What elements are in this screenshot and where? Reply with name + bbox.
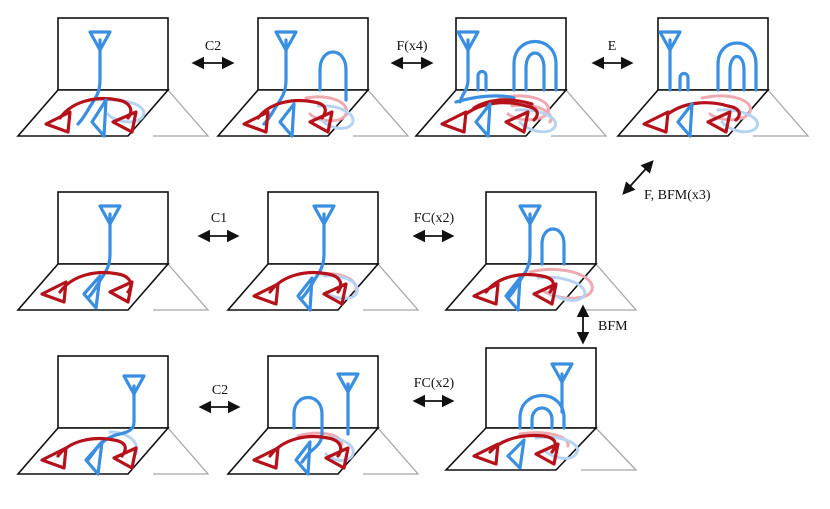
move-label-bot-1: C2 xyxy=(212,383,228,398)
panel-9 xyxy=(226,355,420,476)
move-label-vert-right: BFM xyxy=(598,319,628,334)
panel-3 xyxy=(414,17,608,138)
panel-2 xyxy=(216,17,410,138)
panel-4 xyxy=(616,17,810,138)
panel-5 xyxy=(16,191,210,311)
move-label-mid-1: C1 xyxy=(211,211,227,226)
move-label-diag-right: F, BFM(x3) xyxy=(644,188,711,203)
panel-10 xyxy=(444,347,638,471)
move-label-bot-2: FC(x2) xyxy=(414,376,455,391)
panel-1 xyxy=(16,17,210,138)
move-label-top-3: E xyxy=(608,39,617,54)
arrow-diag-right xyxy=(622,160,654,195)
panel-8 xyxy=(16,355,210,476)
panel-6 xyxy=(226,191,420,312)
panel-7 xyxy=(444,191,638,312)
move-label-top-1: C2 xyxy=(205,39,221,54)
move-label-top-2: F(x4) xyxy=(396,39,427,54)
move-label-mid-2: FC(x2) xyxy=(414,211,455,226)
